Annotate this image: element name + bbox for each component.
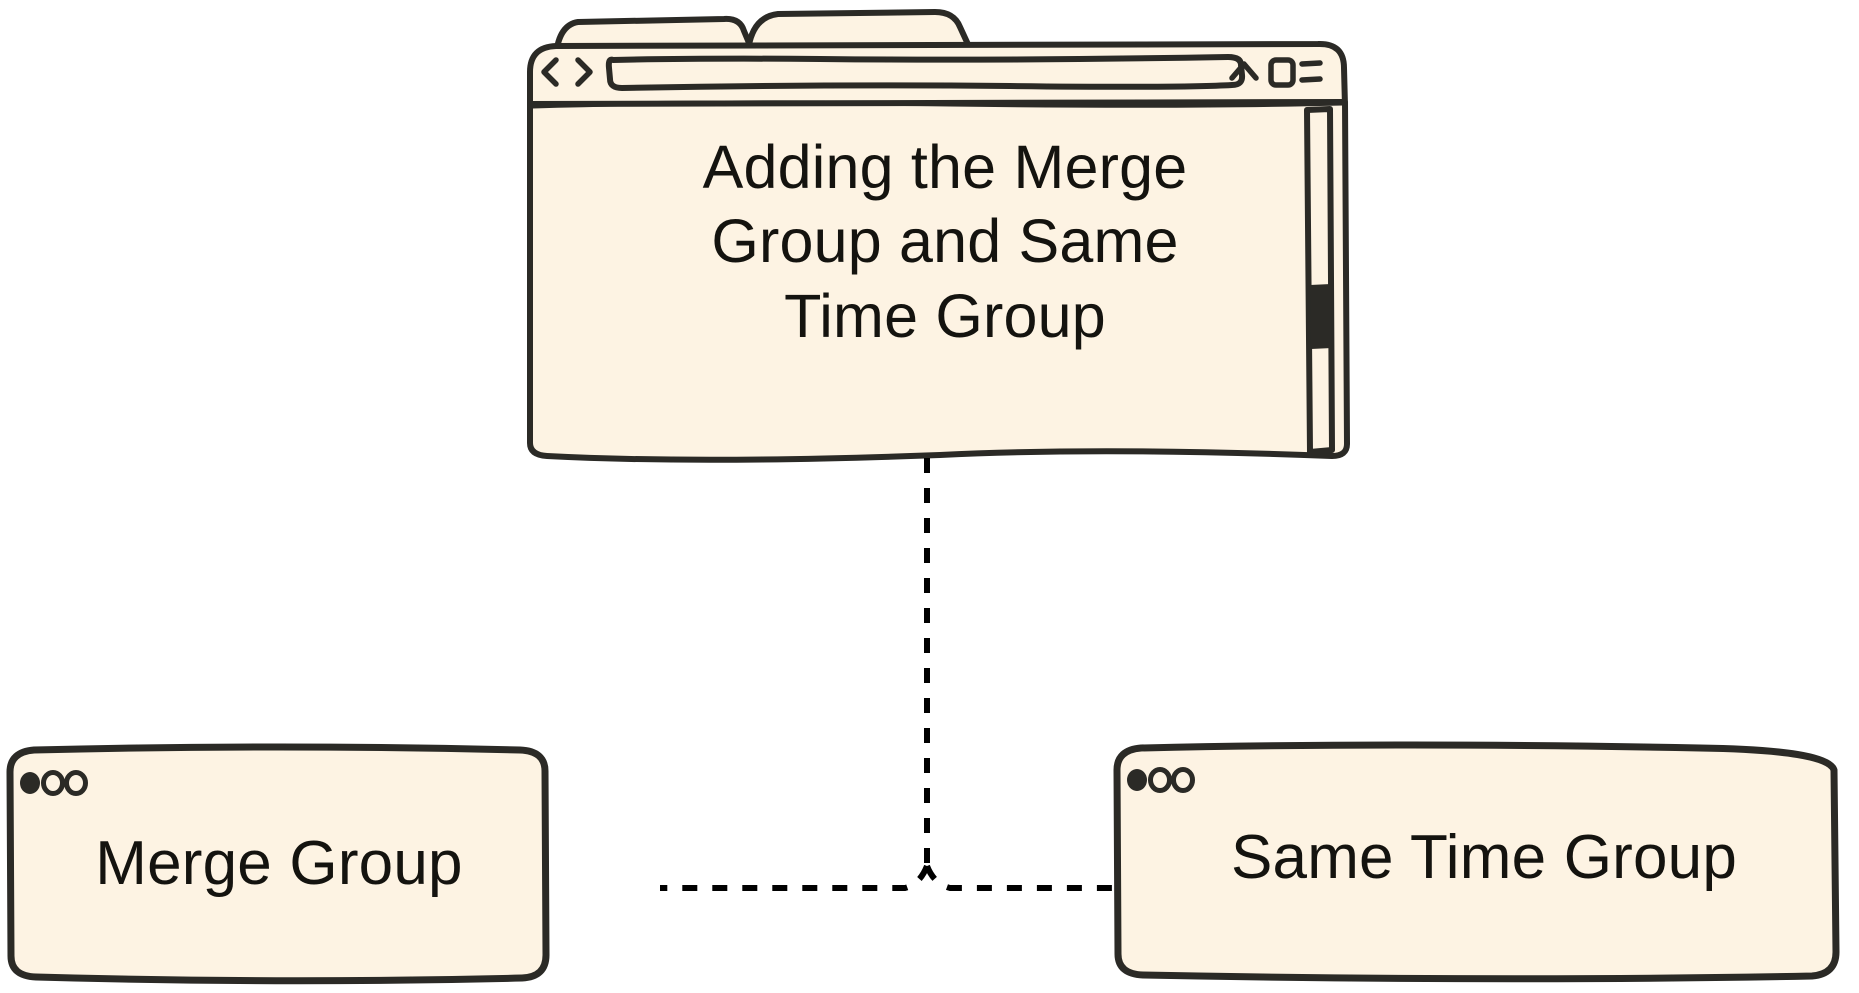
scrollbar-thumb[interactable] [1310, 284, 1332, 349]
traffic-light-maximize-icon[interactable] [64, 770, 88, 796]
traffic-light-minimize-icon[interactable] [1148, 767, 1172, 793]
same-time-group-card[interactable] [1113, 741, 1840, 983]
share-up-icon[interactable] [1229, 61, 1259, 81]
address-bar[interactable] [605, 54, 1246, 91]
toolbar-divider [530, 100, 1346, 109]
tabs-overview-icon[interactable] [1268, 57, 1296, 88]
connector-junction-to-same-time-group [924, 864, 1222, 891]
connector-group [660, 458, 1222, 891]
merge-group-node[interactable] [6, 743, 550, 985]
merge-group-card[interactable] [6, 743, 550, 985]
browser-content-area [527, 99, 1350, 463]
scrollbar-track[interactable] [1304, 106, 1335, 455]
traffic-light-close-icon[interactable] [20, 772, 40, 794]
vertical-scrollbar[interactable] [1304, 106, 1335, 455]
traffic-light-close-icon[interactable] [1127, 769, 1147, 791]
reading-list-icon[interactable] [1299, 60, 1323, 83]
chevron-left-icon[interactable] [541, 57, 559, 87]
root-browser-window[interactable] [527, 9, 1350, 463]
same-time-group-node[interactable] [1113, 741, 1840, 983]
chevron-right-icon[interactable] [575, 57, 593, 87]
connector-junction-to-merge-group [660, 864, 930, 891]
traffic-light-minimize-icon[interactable] [41, 770, 65, 796]
traffic-light-maximize-icon[interactable] [1171, 767, 1195, 793]
